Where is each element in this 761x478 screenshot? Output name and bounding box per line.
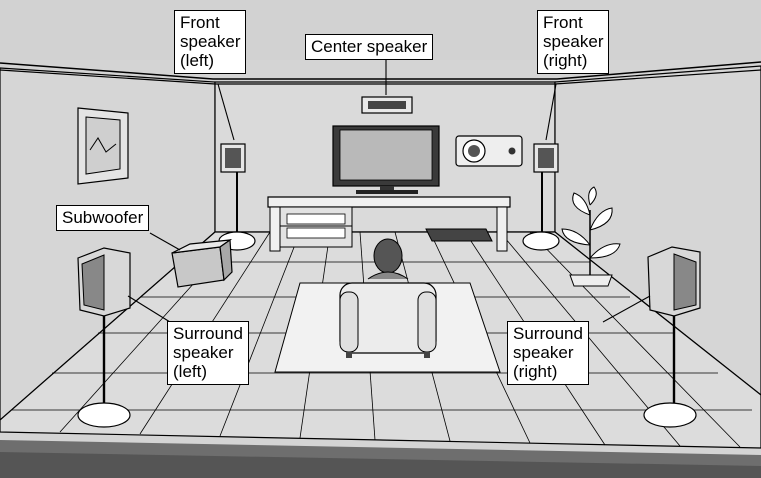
label-line: Center speaker [311,37,427,56]
label-line: (right) [513,362,583,381]
label-line: speaker [513,343,583,362]
label-subwoofer: Subwoofer [56,205,149,231]
label-surround-speaker-left: Surround speaker (left) [167,321,249,385]
label-line: speaker [543,32,603,51]
label-line: (left) [180,51,240,70]
center-speaker [362,97,412,113]
label-surround-speaker-right: Surround speaker (right) [507,321,589,385]
label-center-speaker: Center speaker [305,34,433,60]
projector [456,136,522,166]
label-front-speaker-left: Front speaker (left) [174,10,246,74]
label-line: speaker [173,343,243,362]
wall-picture [78,108,128,184]
label-line: (left) [173,362,243,381]
label-front-speaker-right: Front speaker (right) [537,10,609,74]
label-line: (right) [543,51,603,70]
label-line: Surround [173,324,243,343]
label-line: Subwoofer [62,208,143,227]
label-line: speaker [180,32,240,51]
television [333,126,439,194]
label-line: Front [180,13,240,32]
label-line: Front [543,13,603,32]
label-line: Surround [513,324,583,343]
